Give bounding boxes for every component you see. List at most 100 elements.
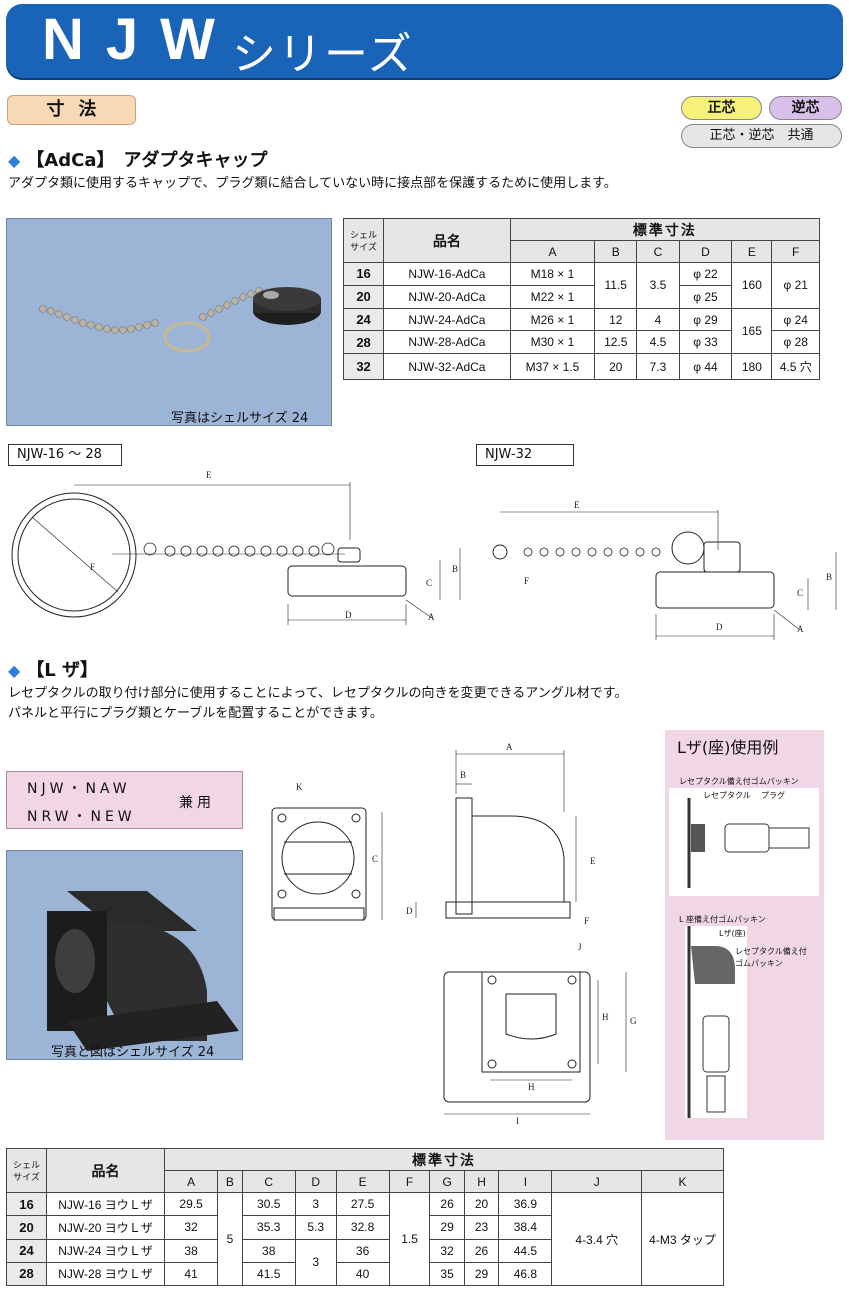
- cell: 32.8: [335, 1215, 390, 1240]
- cell: 20: [6, 1215, 47, 1240]
- col-e: E: [731, 240, 773, 263]
- cell: NJW-28-AdCa: [383, 330, 511, 355]
- col-shell-size-label: シェル サイズ: [350, 229, 378, 252]
- cell: φ 44: [678, 353, 733, 380]
- dim-label: B: [452, 564, 458, 574]
- label-receptacle-attached: レセプタクル備え付: [735, 947, 807, 956]
- dim-label: C: [797, 588, 803, 598]
- cell: 35: [429, 1261, 465, 1287]
- cell: NJW-28 ヨウＬザ: [46, 1261, 165, 1287]
- lza-photo: 写真と図はシェルサイズ 24: [6, 850, 243, 1060]
- cell: 40: [335, 1261, 390, 1287]
- cell: 4-3.4 穴: [551, 1192, 642, 1286]
- cell: 20: [594, 353, 638, 380]
- cell: 27.5: [335, 1191, 390, 1217]
- cell: 35.3: [241, 1215, 296, 1240]
- badge-normal-core: 正芯: [681, 96, 762, 120]
- usage-example-1: [669, 788, 819, 896]
- table-row: 16 NJW-16-AdCa M18 × 1 11.5 3.5 φ 22 160…: [342, 262, 820, 309]
- cell: φ 29: [678, 307, 733, 332]
- usage-example-1-image: [687, 798, 810, 888]
- dim-label: C: [372, 854, 378, 864]
- cell: NJW-24-AdCa: [383, 307, 511, 332]
- col-a: A: [509, 240, 596, 263]
- col-product-name: 品名: [46, 1148, 165, 1193]
- col-a: A: [163, 1170, 219, 1193]
- diamond-icon: ◆: [8, 151, 21, 170]
- cell: 28: [6, 1261, 47, 1287]
- table-row: 16 NJW-16 ヨウＬザ 29.5 5 30.5 3 27.5 1.5 26…: [6, 1191, 724, 1286]
- dimensions-label: 寸法: [7, 95, 136, 125]
- label-lza: Lザ(座): [719, 929, 746, 938]
- adca-title: 【AdCa】 アダプタキャップ: [26, 150, 268, 171]
- col-shell-size-label: シェル サイズ: [12, 1159, 40, 1182]
- cell: M30 × 1: [509, 330, 596, 355]
- dim-label: J: [578, 942, 582, 952]
- drawing-label-16-28: NJW-16 〜 28: [8, 444, 122, 466]
- adca-photo: 写真はシェルサイズ 24: [6, 218, 332, 426]
- table-row: 32 NJW-32-AdCa M37 × 1.5 20 7.3 φ 44 180…: [342, 353, 820, 380]
- col-c: C: [241, 1170, 296, 1193]
- cell: 23: [463, 1215, 500, 1240]
- series-name: NJW: [42, 7, 237, 72]
- compat-series-1: NJW・NAW: [27, 781, 131, 797]
- cell: 24: [6, 1238, 47, 1263]
- cell: M18 × 1: [509, 262, 596, 286]
- badge-common: 正芯・逆芯 共通: [681, 124, 842, 148]
- cell: φ 22: [678, 262, 733, 286]
- adca-spec-table: シェル サイズ 品名 標準寸法 A B C D E F 16 NJW-16-Ad…: [342, 218, 821, 380]
- dim-label: F: [90, 562, 95, 572]
- cell: 5.3: [294, 1215, 337, 1240]
- table-row: 24 NJW-24-AdCa M26 × 1 12 4 φ 29 165 φ 2…: [342, 307, 820, 355]
- lza-heading: ◆【L ザ】: [8, 656, 98, 682]
- cell: 5: [217, 1192, 243, 1286]
- compat-label: 兼用: [179, 795, 215, 811]
- table-row: 24 NJW-24 ヨウＬザ 38 38 3 36 32 26 44.5: [6, 1238, 724, 1286]
- lza-title: 【L ザ】: [26, 660, 99, 681]
- lza-photo-caption: 写真と図はシェルサイズ 24: [51, 1045, 215, 1060]
- cell: 3: [294, 1191, 337, 1217]
- col-b: B: [217, 1170, 243, 1193]
- label-rubber-packing: ゴムパッキン: [735, 959, 783, 968]
- col-g: G: [429, 1170, 465, 1193]
- adca-description: アダプタ類に使用するキャップで、プラグ類に結合していない時に接点部を保護するため…: [8, 176, 617, 191]
- adca-photo-image: [39, 287, 321, 353]
- cell: 4-M3 タップ: [641, 1192, 724, 1286]
- cell: φ 33: [678, 330, 733, 355]
- cell: 7.3: [636, 353, 680, 380]
- dim-label: H: [528, 1082, 535, 1092]
- cell: 29: [429, 1215, 465, 1240]
- col-f: F: [771, 240, 820, 263]
- cell: 38: [241, 1238, 296, 1263]
- label-receptacle: レセプタクル: [703, 791, 751, 800]
- dim-label: B: [826, 572, 832, 582]
- cell: 165: [731, 307, 773, 355]
- col-c: C: [636, 240, 680, 263]
- series-suffix: シリーズ: [232, 29, 414, 80]
- cell: 36.9: [498, 1191, 553, 1217]
- cell: 38.4: [498, 1215, 553, 1240]
- cell: 20: [342, 284, 385, 309]
- cell: φ 21: [771, 262, 820, 309]
- cell: 26: [463, 1238, 500, 1263]
- dim-label: C: [426, 578, 432, 588]
- dim-label: D: [406, 906, 413, 916]
- table-row: 28 NJW-28 ヨウＬザ 41 41.5 40 35 29 46.8: [6, 1261, 724, 1287]
- cell: 4.5 穴: [771, 353, 820, 380]
- cell: 24: [342, 307, 385, 332]
- cell: 29.5: [163, 1191, 219, 1217]
- cell: 36: [335, 1238, 390, 1263]
- label-lza-packing: L 座備え付ゴムパッキン: [679, 915, 766, 924]
- dim-label: E: [206, 470, 212, 480]
- col-d: D: [294, 1170, 337, 1193]
- dim-label: G: [630, 1016, 637, 1026]
- cell: M26 × 1: [509, 307, 596, 332]
- col-shell-size: シェル サイズ: [342, 218, 385, 263]
- cell: 16: [6, 1191, 47, 1217]
- col-e: E: [335, 1170, 390, 1193]
- cell: 29: [463, 1261, 500, 1287]
- cell: 3: [294, 1238, 337, 1286]
- cell: 12.5: [594, 330, 638, 355]
- dim-label: D: [716, 622, 723, 632]
- dim-label: A: [797, 624, 804, 634]
